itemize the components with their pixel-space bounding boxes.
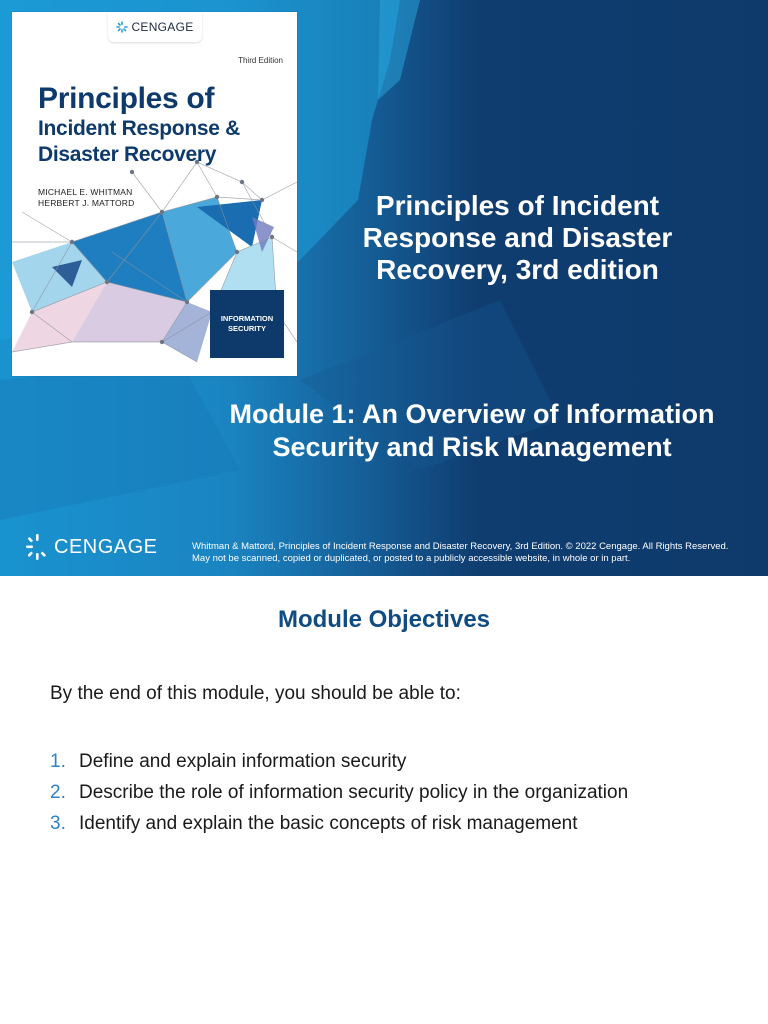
title-slide: CENGAGE Third Edition Principles of Inci… — [0, 0, 768, 576]
objectives-list: 1. Define and explain information securi… — [50, 746, 628, 839]
book-cover-edition: Third Edition — [238, 56, 283, 65]
footer-logo: CENGAGE — [26, 534, 158, 560]
book-cover-author: MICHAEL E. WHITMAN — [38, 187, 133, 197]
book-cover-title-line1: Principles of — [38, 82, 215, 115]
list-item-number: 1. — [50, 750, 66, 772]
slide-subtitle: Module 1: An Overview of Information Sec… — [229, 399, 715, 462]
list-item-text: Describe the role of information securit… — [79, 781, 629, 803]
slide-title: Principles of Incident Response and Disa… — [362, 190, 673, 285]
book-cover-author: HERBERT J. MATTORD — [38, 198, 135, 208]
list-item: 2. Describe the role of information secu… — [50, 777, 628, 808]
book-cover: CENGAGE Third Edition Principles of Inci… — [12, 12, 297, 376]
book-cover-brand: CENGAGE — [108, 12, 202, 42]
list-item: 3. Identify and explain the basic concep… — [50, 808, 628, 839]
cengage-logo-icon — [26, 534, 46, 560]
list-item: 1. Define and explain information securi… — [50, 746, 628, 777]
footer-logo-text: CENGAGE — [54, 535, 158, 558]
list-item-text: Identify and explain the basic concepts … — [79, 812, 578, 834]
objectives-slide: Module Objectives By the end of this mod… — [0, 576, 768, 1024]
intro-text: By the end of this module, you should be… — [50, 683, 461, 704]
slide-title: Module Objectives — [277, 606, 491, 633]
footer-copyright: Whitman & Mattord, Principles of Inciden… — [192, 541, 729, 564]
list-item-number: 2. — [50, 781, 66, 803]
book-cover-title-line3: Disaster Recovery — [38, 143, 217, 166]
list-item-text: Define and explain information security — [79, 750, 407, 772]
cengage-logo-icon — [116, 21, 129, 33]
book-cover-series-label: INFORMATION SECURITY — [210, 290, 284, 358]
list-item-number: 3. — [50, 812, 66, 834]
book-cover-title-line2: Incident Response & — [38, 117, 241, 140]
book-cover-brand-text: CENGAGE — [131, 20, 194, 34]
